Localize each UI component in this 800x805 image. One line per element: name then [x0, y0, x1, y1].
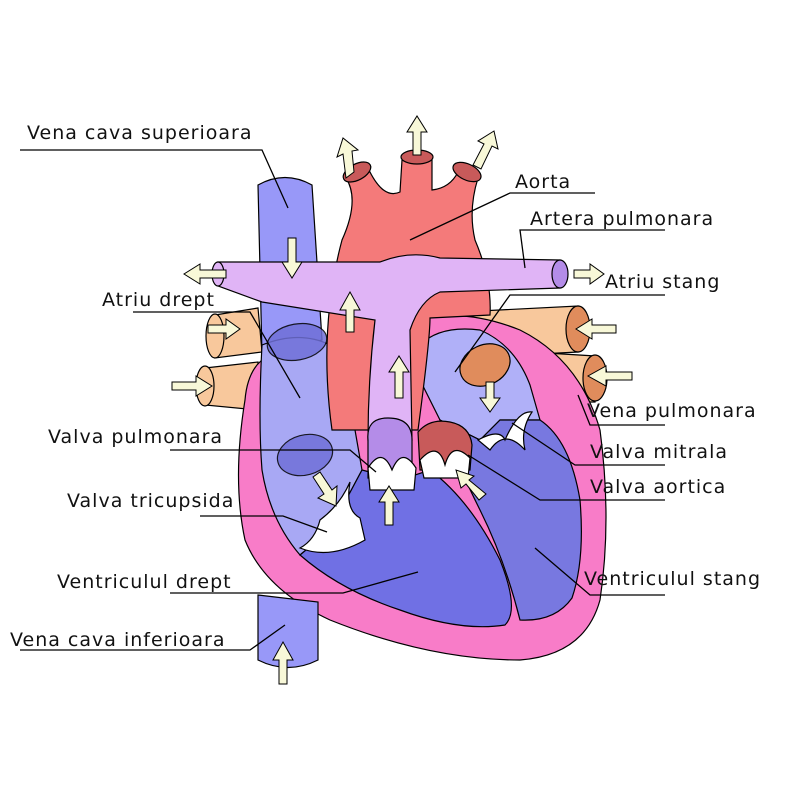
label-valva-aortica: Valva aortica: [590, 476, 726, 498]
pulmonary-valve: [367, 417, 417, 491]
pulmonary-artery-vessel: [211, 254, 569, 441]
label-valva-tricupsida: Valva tricupsida: [67, 490, 234, 512]
label-aorta: Aorta: [515, 171, 571, 193]
label-artera-pulmonara: Artera pulmonara: [530, 208, 714, 230]
label-vena-pulmonara: Vena pulmonara: [587, 400, 757, 422]
inferior-vena-cava: [257, 594, 319, 669]
label-vena-cava-inferioara: Vena cava inferioara: [10, 629, 225, 651]
mitral-valve: [476, 411, 534, 451]
label-atriu-drept: Atriu drept: [102, 289, 215, 311]
tricuspid-valve: [298, 481, 366, 554]
leader-lines: [20, 149, 665, 651]
label-valva-mitrala: Valva mitrala: [590, 441, 728, 463]
flow-arrows: [171, 115, 633, 685]
label-ventriculul-drept: Ventriculul drept: [57, 571, 232, 593]
aortic-valve: [417, 420, 473, 479]
label-valva-pulmonara: Valva pulmonara: [48, 426, 223, 448]
label-ventriculul-stang: Ventriculul stang: [584, 568, 761, 590]
right-ventricle: [299, 469, 513, 628]
labels: Vena cava superioara Aorta Artera pulmon…: [10, 122, 761, 651]
label-vena-cava-superioara: Vena cava superioara: [27, 122, 252, 144]
label-atriu-stang: Atriu stang: [605, 271, 720, 293]
